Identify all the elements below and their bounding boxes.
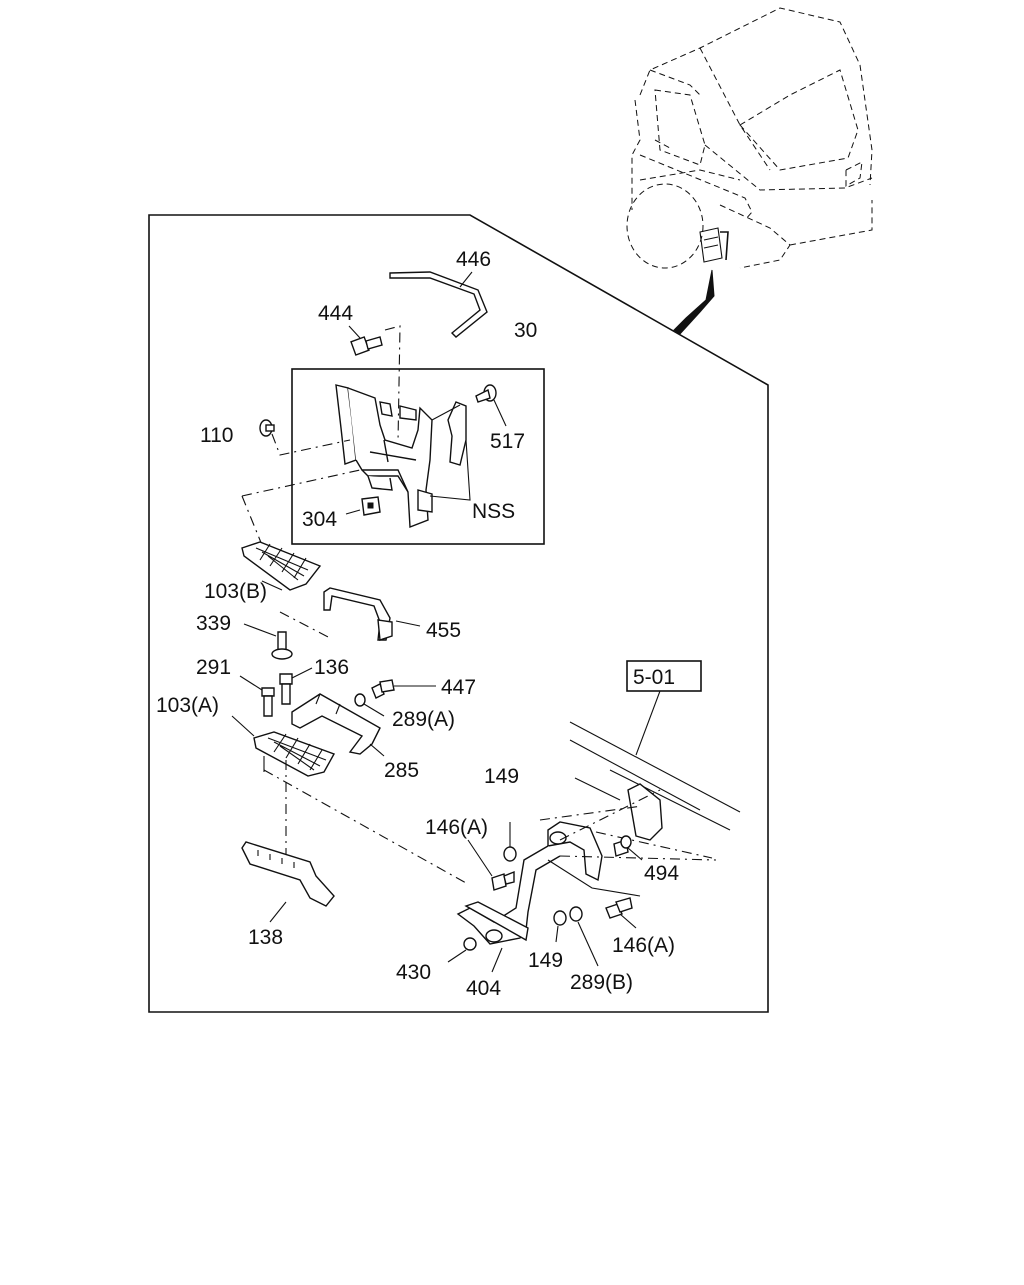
callout-444: 444 <box>318 302 353 325</box>
part-110-screw <box>259 419 275 437</box>
callout-103b: 103(B) <box>204 580 267 603</box>
callout-447: 447 <box>441 676 476 699</box>
part-455-bracket <box>323 587 393 641</box>
part-136-bolt <box>279 673 293 705</box>
part-339-pin <box>271 631 293 660</box>
part-304-clip <box>361 496 381 516</box>
part-103b-step <box>241 541 322 591</box>
part-446-rod <box>389 271 488 338</box>
frame-bracket <box>627 783 663 841</box>
callout-494: 494 <box>644 862 679 885</box>
reference-box <box>626 660 702 692</box>
callout-110: 110 <box>200 424 233 447</box>
part-517-bolt <box>475 384 497 403</box>
callout-149-upper: 149 <box>484 765 519 788</box>
part-291-bolt <box>261 687 275 717</box>
truck-cab-overview <box>626 7 873 269</box>
callout-404: 404 <box>466 977 501 1000</box>
callout-149-lower: 149 <box>528 949 563 972</box>
part-444-bolt <box>350 336 383 356</box>
callout-30: 30 <box>514 319 537 342</box>
pointer-arrow <box>673 269 715 335</box>
part-146a-bolt-lower <box>605 897 633 919</box>
subassembly-box-30 <box>291 368 545 545</box>
callout-430: 430 <box>396 961 431 984</box>
callout-517: 517 <box>490 430 525 453</box>
callout-455: 455 <box>426 619 461 642</box>
callout-304: 304 <box>302 508 337 531</box>
callout-289b: 289(B) <box>570 971 633 994</box>
part-149-nut-lower <box>553 910 567 926</box>
part-103a-step <box>253 731 336 777</box>
callout-146a-upper: 146(A) <box>425 816 488 839</box>
callout-285: 285 <box>384 759 419 782</box>
callout-339: 339 <box>196 612 231 635</box>
callout-289a: 289(A) <box>392 708 455 731</box>
detail-frame <box>148 214 769 1013</box>
callout-103a: 103(A) <box>156 694 219 717</box>
part-447-bolt <box>371 679 395 699</box>
frame-rail <box>569 721 741 831</box>
part-404-arm <box>456 821 603 945</box>
part-285-bracket <box>291 693 381 755</box>
part-430-nut <box>463 937 477 951</box>
part-149-nut <box>503 846 517 862</box>
reference-box-label: 5-01 <box>633 666 675 689</box>
part-138-cover <box>241 841 335 907</box>
part-30-bracket <box>335 384 433 529</box>
callout-446: 446 <box>456 248 491 271</box>
callout-291: 291 <box>196 656 231 679</box>
part-289b-washer <box>569 906 583 922</box>
callout-138: 138 <box>248 926 283 949</box>
callout-nss: NSS <box>472 500 515 523</box>
part-494-bolt <box>613 835 632 857</box>
part-289a-washer <box>354 693 366 707</box>
callout-136: 136 <box>314 656 349 679</box>
callout-146a-lower: 146(A) <box>612 934 675 957</box>
part-nss-bracket <box>447 401 467 466</box>
part-146a-bolt-upper <box>491 870 515 891</box>
